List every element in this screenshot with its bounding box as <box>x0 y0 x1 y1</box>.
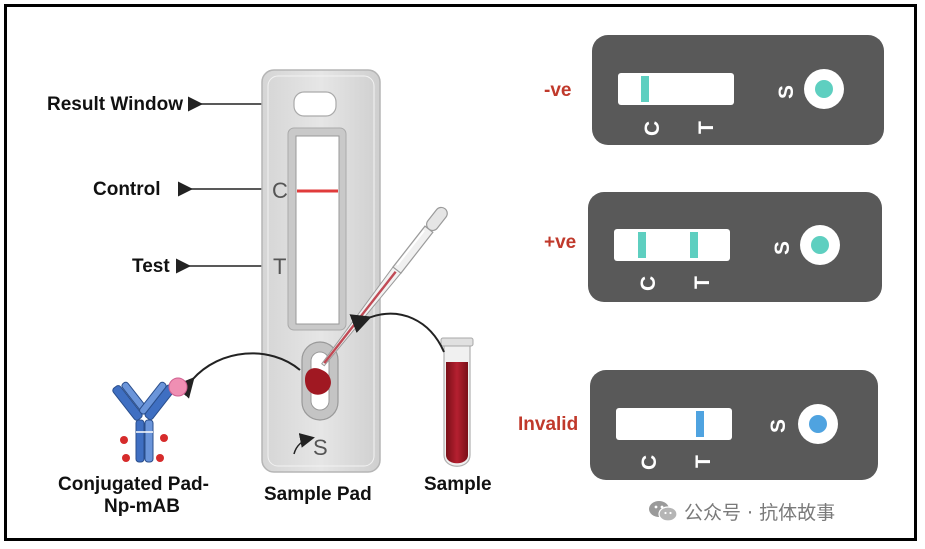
strip-t-letter: T <box>695 121 718 134</box>
control-band <box>641 76 649 102</box>
cassette-c-letter: C <box>272 178 288 203</box>
result-window <box>293 91 337 117</box>
control-band <box>638 232 646 258</box>
result-strip <box>616 408 732 440</box>
well-to-antibody-arrow <box>173 352 301 399</box>
strip-t-letter: T <box>692 455 715 468</box>
result-card-negative: -ve C T S <box>544 35 884 145</box>
test-label: Test <box>132 256 170 277</box>
strip-window <box>295 135 340 325</box>
result-label-positive: +ve <box>544 232 576 253</box>
strip-s-letter: S <box>771 241 794 255</box>
test-band <box>690 232 698 258</box>
sample-pad-arrow <box>293 433 315 455</box>
strip-s-letter: S <box>775 85 798 99</box>
result-strip <box>618 73 734 105</box>
sample-pad-label: Sample Pad <box>264 484 372 505</box>
result-label-invalid: Invalid <box>518 414 578 435</box>
nanoparticle-icon <box>168 377 188 397</box>
conjugated-pad-label-line1: Conjugated Pad- <box>58 474 209 495</box>
test-cassette: C T S <box>261 69 381 473</box>
strip-s-letter: S <box>767 419 790 433</box>
result-card-invalid: Invalid C T S <box>518 370 878 480</box>
strip-c-letter: C <box>637 276 660 291</box>
wechat-icon <box>648 499 678 523</box>
blood-drop <box>305 368 331 395</box>
blood-sample <box>446 362 468 464</box>
strip-t-letter: T <box>691 276 714 289</box>
watermark-text: 公众号 · 抗体故事 <box>684 501 836 524</box>
cassette-t-letter: T <box>273 254 286 279</box>
sample-tube <box>440 337 474 467</box>
result-strip <box>614 229 730 261</box>
antibody-icon <box>112 381 175 463</box>
strip-c-letter: C <box>638 455 661 470</box>
conjugated-pad-label-line2: Np-mAB <box>104 496 180 517</box>
test-band <box>696 411 704 437</box>
sample-label: Sample <box>424 474 492 495</box>
label-star-icons <box>120 434 168 462</box>
sample-to-pipette-arrow <box>349 312 445 353</box>
result-label-negative: -ve <box>544 80 571 101</box>
watermark: 公众号 · 抗体故事 <box>648 497 835 525</box>
result-window-label: Result Window <box>47 94 183 115</box>
control-label: Control <box>93 179 161 200</box>
cassette-s-letter: S <box>313 435 328 460</box>
result-card-positive: +ve C T S <box>544 192 882 302</box>
strip-c-letter: C <box>641 121 664 136</box>
